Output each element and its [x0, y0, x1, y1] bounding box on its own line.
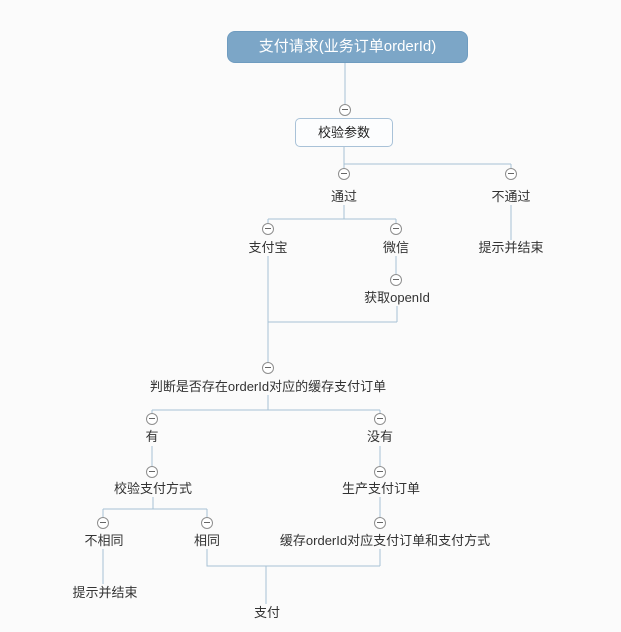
collapse-icon[interactable] [146, 466, 158, 478]
collapse-icon[interactable] [201, 517, 213, 529]
collapse-icon[interactable] [97, 517, 109, 529]
node-judge-cache[interactable]: 判断是否存在orderId对应的缓存支付订单 [149, 379, 387, 395]
node-not-same-end[interactable]: 提示并结束 [72, 585, 138, 601]
node-check-params[interactable]: 校验参数 [295, 118, 393, 147]
collapse-icon[interactable] [338, 168, 350, 180]
node-cache-order[interactable]: 缓存orderId对应支付订单和支付方式 [279, 533, 491, 549]
node-not-same[interactable]: 不相同 [84, 533, 124, 549]
node-fail-end[interactable]: 提示并结束 [478, 240, 544, 256]
node-pay[interactable]: 支付 [253, 605, 281, 621]
node-has-not[interactable]: 没有 [366, 429, 394, 445]
node-create-order[interactable]: 生产支付订单 [341, 481, 421, 497]
collapse-icon[interactable] [374, 466, 386, 478]
collapse-icon[interactable] [262, 223, 274, 235]
node-verify-pay-type[interactable]: 校验支付方式 [113, 481, 193, 497]
node-alipay[interactable]: 支付宝 [248, 240, 288, 256]
collapse-icon[interactable] [390, 223, 402, 235]
node-has[interactable]: 有 [145, 429, 159, 445]
node-payment-request[interactable]: 支付请求(业务订单orderId) [227, 31, 468, 63]
node-get-openid[interactable]: 获取openId [364, 290, 430, 306]
node-pass[interactable]: 通过 [330, 189, 358, 205]
collapse-icon[interactable] [339, 104, 351, 116]
collapse-icon[interactable] [374, 413, 386, 425]
node-fail[interactable]: 不通过 [491, 189, 531, 205]
collapse-icon[interactable] [146, 413, 158, 425]
collapse-icon[interactable] [374, 517, 386, 529]
collapse-icon[interactable] [390, 274, 402, 286]
collapse-icon[interactable] [505, 168, 517, 180]
collapse-icon[interactable] [262, 362, 274, 374]
node-wechat[interactable]: 微信 [382, 240, 410, 256]
node-same[interactable]: 相同 [193, 533, 221, 549]
